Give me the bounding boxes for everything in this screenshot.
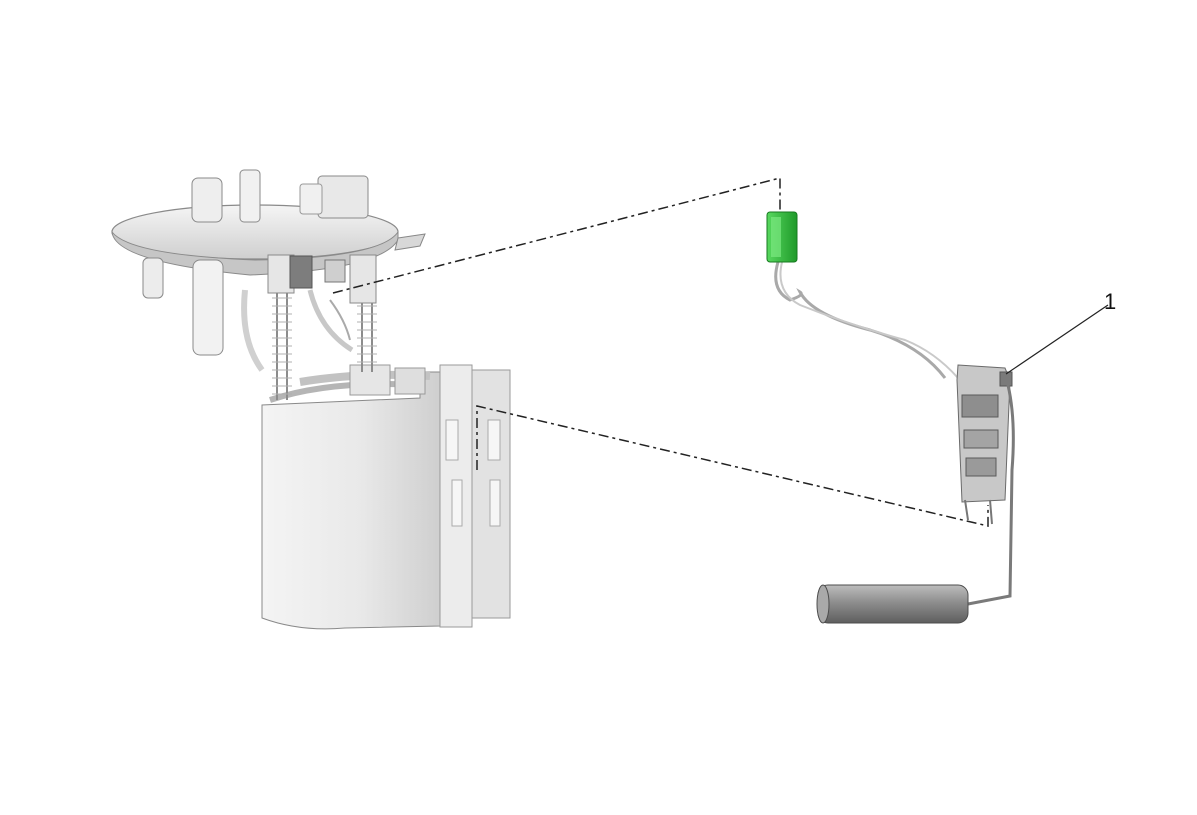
callout-1: 1 xyxy=(1005,289,1116,375)
float xyxy=(816,584,969,624)
assembly-lines xyxy=(332,177,989,527)
electrical-connector xyxy=(766,211,959,379)
callout-leader xyxy=(1005,304,1109,375)
float-arm xyxy=(967,384,1015,606)
sensor-assembly-line xyxy=(476,405,989,527)
module-connector-socket xyxy=(289,255,313,289)
callout-label: 1 xyxy=(1104,289,1116,314)
module-hose xyxy=(241,289,265,372)
fuel-outlet-fitting xyxy=(191,177,223,223)
sensor-harness xyxy=(774,261,947,379)
fuel-pump-module xyxy=(111,169,511,630)
connector-assembly-line xyxy=(332,177,781,294)
guide-rod-springs xyxy=(276,285,373,400)
fuel-level-sensor xyxy=(816,364,1015,624)
pump-reservoir xyxy=(261,371,441,630)
